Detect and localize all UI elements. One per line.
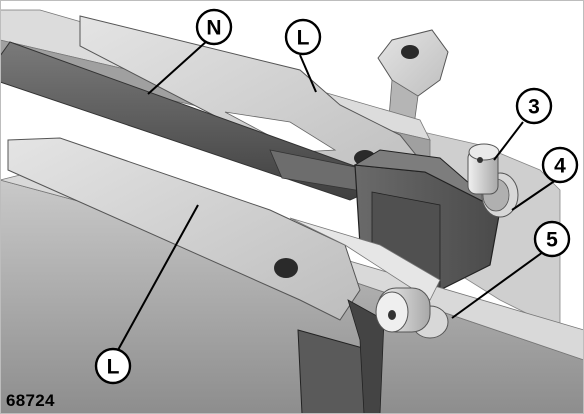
callout-n-label: N: [206, 17, 221, 40]
leader-lines: [117, 39, 557, 351]
leader-5: [451, 251, 544, 319]
callout-3-label: 3: [528, 96, 540, 119]
pin-3-assembly: [467, 143, 519, 218]
upper-link-plate: [79, 15, 421, 201]
leader-3: [493, 121, 524, 161]
leader-n: [147, 39, 209, 95]
leader-l-top: [299, 54, 317, 93]
callout-n: N: [195, 8, 233, 46]
leader-l-bottom: [117, 204, 199, 351]
pin-5-assembly: [375, 287, 449, 339]
support-post: [297, 299, 385, 414]
callout-4: 4: [541, 146, 579, 184]
lower-plate-hole: [274, 258, 298, 278]
callout-l-top-label: L: [297, 27, 310, 50]
figure-id: 68724: [6, 391, 55, 410]
callout-3: 3: [515, 87, 553, 125]
callout-5: 5: [533, 220, 571, 258]
callout-l-top: L: [284, 18, 322, 56]
callout-l-bottom-label: L: [107, 356, 120, 379]
leader-4: [511, 179, 557, 211]
callout-l-bottom: L: [94, 347, 132, 385]
callout-5-label: 5: [546, 229, 558, 252]
bracket-hole: [401, 45, 419, 59]
callout-4-label: 4: [554, 155, 566, 178]
